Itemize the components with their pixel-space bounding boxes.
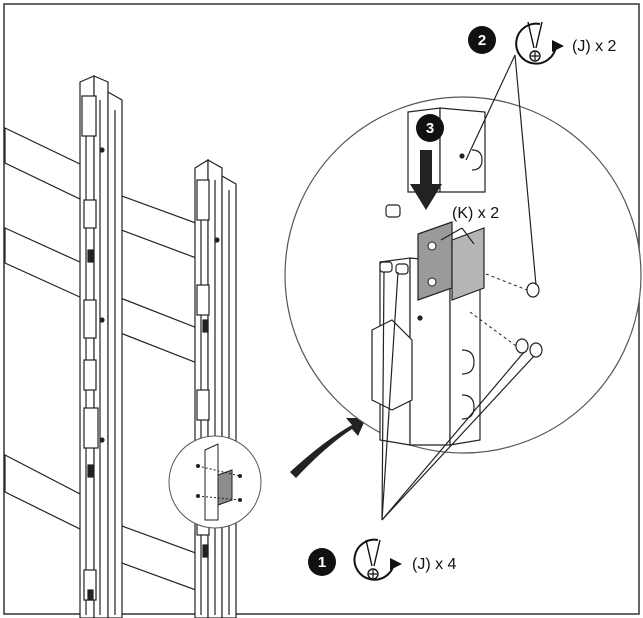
bracket-frame: [4, 75, 237, 618]
vertical-rail-right: [194, 158, 237, 618]
step-2-callout: 2 (J) x 2: [468, 21, 617, 65]
detail-circle-small: [168, 435, 262, 529]
step-badge-icon: [468, 26, 496, 54]
part-k-label: (K) x 2: [452, 205, 499, 222]
down-arrow-icon: [410, 150, 442, 210]
screwdriver-rotate-icon: [515, 21, 564, 65]
detail-circle-large: [284, 96, 642, 454]
step-2-label: (J) x 2: [572, 38, 617, 55]
step-1-number: 1: [318, 554, 326, 571]
rail-holes: [87, 147, 220, 601]
plate-k-back: [451, 227, 485, 301]
step-3-number: 3: [426, 120, 434, 137]
plate-k-front: [417, 221, 453, 301]
step-1-label: (J) x 4: [412, 556, 457, 573]
step-2-number: 2: [478, 32, 486, 49]
rail-brackets: [81, 95, 210, 601]
frame-border: [3, 3, 640, 615]
vertical-rail-left: [79, 75, 123, 618]
step-1-callout: 1 (J) x 4: [308, 538, 457, 581]
pointer-lines: [381, 54, 537, 521]
screwdriver-rotate-icon: [353, 538, 402, 581]
curved-arrow-icon: [290, 418, 366, 478]
step-badge-icon: [416, 114, 444, 142]
step-badge-icon: [308, 548, 336, 576]
step-3-callout: 3: [416, 114, 444, 142]
screws: [379, 204, 543, 358]
